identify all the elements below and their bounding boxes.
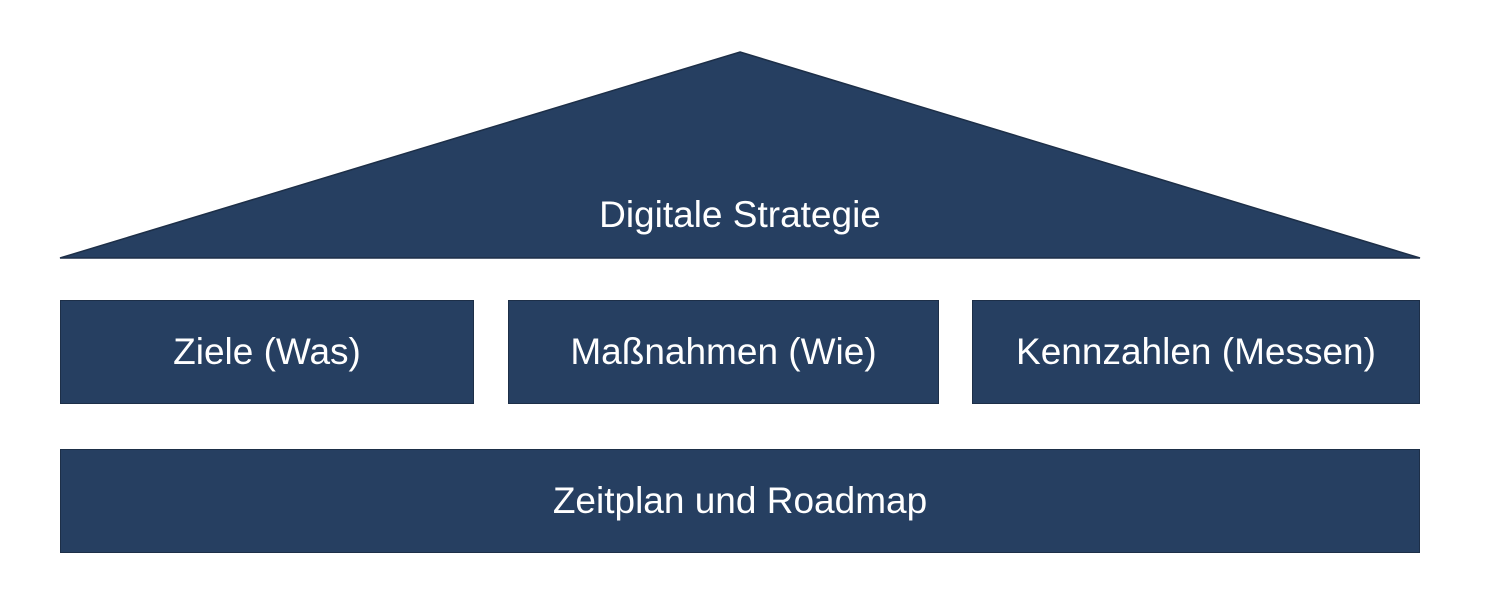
pillar-measures: Maßnahmen (Wie)	[508, 300, 939, 404]
roof-shape	[59, 51, 1421, 259]
foundation-label: Zeitplan und Roadmap	[552, 480, 928, 521]
pillar-kpis: Kennzahlen (Messen)	[972, 300, 1420, 404]
pillar-goals: Ziele (Was)	[60, 300, 474, 404]
foundation-bar: Zeitplan und Roadmap	[60, 449, 1420, 553]
pillar-measures-label: Maßnahmen (Wie)	[570, 331, 877, 372]
roof-label: Digitale Strategie	[599, 194, 881, 235]
pillar-kpis-label: Kennzahlen (Messen)	[1016, 331, 1376, 372]
pillar-goals-label: Ziele (Was)	[173, 331, 361, 372]
